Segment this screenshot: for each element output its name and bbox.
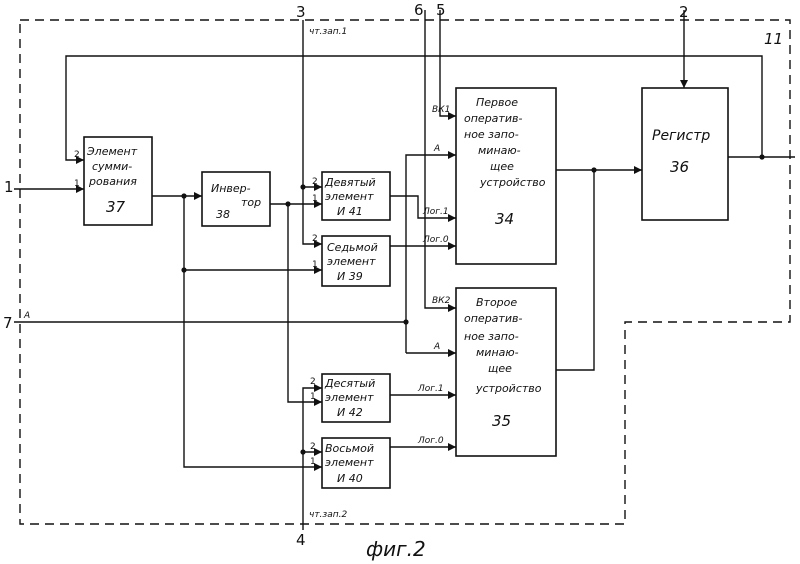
block-register-36: Регистр 36: [642, 88, 728, 220]
block-text: Десятый: [324, 377, 375, 390]
signal-log1-mem35: Лог.1: [417, 384, 444, 394]
block-inverter-38: Инвер- тор 38: [202, 172, 270, 226]
block-number: 38: [216, 208, 230, 221]
block-text: элемент: [325, 456, 374, 469]
block-and-40: 2 1 Восьмой элемент И 40: [310, 438, 390, 488]
block-number: И 39: [337, 270, 363, 283]
terminal-5: 5: [436, 1, 446, 19]
figure-caption: фиг.2: [366, 537, 426, 561]
terminal-4: 4: [296, 531, 306, 549]
signal-vk2: ВК2: [432, 296, 451, 306]
block-text: сумми-: [92, 160, 132, 173]
pin-label: 1: [310, 457, 316, 467]
pin-label: 1: [312, 194, 318, 204]
pin-label: 1: [312, 260, 318, 270]
pin-label: 2: [310, 442, 316, 452]
block-text: устройство: [479, 176, 546, 189]
block-text: Регистр: [652, 128, 710, 144]
block-and-41: 2 1 Девятый элемент И 41: [312, 172, 390, 220]
block-text: минаю-: [476, 346, 519, 359]
pin-label: 1: [310, 392, 316, 402]
block-text: Первое: [476, 96, 518, 109]
block-number: 34: [495, 210, 514, 228]
block-number: И 41: [337, 205, 363, 218]
pin-label: 1: [74, 179, 80, 189]
block-text: щее: [488, 362, 512, 375]
boundary-label: 11: [764, 30, 783, 48]
block-and-39: 2 1 Седьмой элемент И 39: [312, 234, 390, 286]
terminal-1: 1: [4, 178, 14, 196]
block-text: элемент: [327, 255, 376, 268]
block-and-42: 2 1 Десятый элемент И 42: [310, 374, 390, 422]
block-text: Элемент: [86, 145, 138, 158]
block-text: Девятый: [324, 176, 376, 189]
block-text: минаю-: [478, 144, 521, 157]
block-text: ное запо-: [464, 128, 519, 141]
pin-label: 2: [310, 377, 316, 387]
signal-log0-mem34: Лог.0: [422, 235, 449, 245]
block-text: элемент: [325, 391, 374, 404]
block-text: Второе: [476, 296, 517, 309]
block-text: устройство: [475, 382, 542, 395]
block-text: рования: [88, 175, 137, 188]
signal-a-mem35: А: [433, 342, 440, 352]
block-memory-35: Второе оператив- ное запо- минаю- щее ус…: [456, 288, 556, 456]
signal-log0-mem35: Лог.0: [417, 436, 444, 446]
block-summation-37: 2 1 Элемент сумми- рования 37: [74, 137, 152, 225]
pin-label: 2: [312, 234, 318, 244]
signal-read-write-1: чт.зап.1: [309, 27, 347, 37]
block-text: щее: [490, 160, 514, 173]
block-number: 36: [670, 158, 689, 176]
signal-a-mem34: А: [433, 144, 440, 154]
signal-a-input: А: [23, 311, 30, 321]
block-number: 37: [106, 198, 126, 216]
terminal-3: 3: [296, 3, 306, 21]
block-memory-34: Первое оператив- ное запо- минаю- щее ус…: [456, 88, 556, 264]
block-text: ное запо-: [464, 330, 519, 343]
block-text: Восьмой: [325, 442, 374, 455]
terminal-6: 6: [414, 1, 424, 19]
block-number: 35: [492, 412, 511, 430]
signal-log1-mem34: Лог.1: [422, 207, 449, 217]
terminal-7: 7: [3, 314, 13, 332]
block-text: Седьмой: [327, 241, 378, 254]
signal-vk1: ВК1: [432, 105, 450, 115]
block-text: оператив-: [464, 112, 522, 125]
signal-read-write-2: чт.зап.2: [309, 510, 347, 520]
block-number: И 42: [337, 406, 363, 419]
pin-label: 2: [312, 177, 318, 187]
pin-label: 2: [74, 150, 80, 160]
block-text: элемент: [325, 190, 374, 203]
block-text: Инвер-: [211, 182, 251, 195]
block-text: оператив-: [464, 312, 522, 325]
block-text: тор: [241, 196, 261, 209]
block-number: И 40: [337, 472, 363, 485]
terminal-2: 2: [679, 3, 689, 21]
